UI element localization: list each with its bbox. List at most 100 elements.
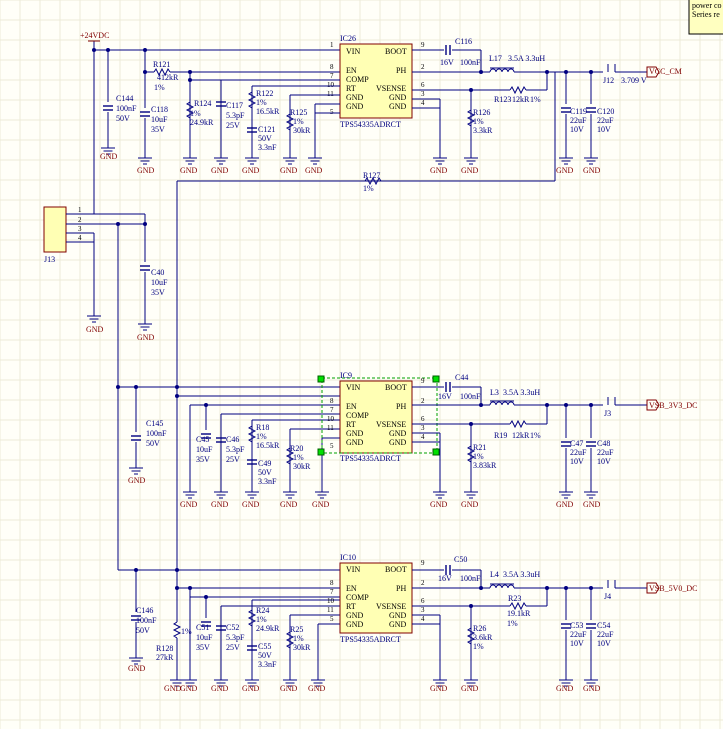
c118-volt: 35V [151, 125, 165, 134]
capacitor-c145[interactable]: C145 100nF 50V GND [128, 387, 167, 485]
svg-text:GND: GND [211, 500, 229, 509]
c40-ref: C40 [151, 268, 164, 277]
svg-text:10V: 10V [597, 125, 611, 134]
r127-ref: R127 [363, 171, 380, 180]
svg-text:GND: GND [180, 684, 198, 693]
svg-text:GND: GND [461, 684, 479, 693]
svg-text:GND: GND [242, 500, 260, 509]
svg-text:GND: GND [389, 611, 407, 620]
svg-text:7: 7 [330, 406, 334, 414]
svg-text:10: 10 [327, 81, 335, 89]
ic26-body[interactable] [339, 43, 413, 119]
capacitor-c40[interactable]: C40 10uF 35V GND [137, 265, 168, 342]
svg-text:VSENSE: VSENSE [376, 420, 406, 429]
svg-text:R125: R125 [290, 108, 307, 117]
c145-val: 100nF [146, 429, 167, 438]
regulator-block-ic9: C45 10uF 35V GND C46 5.3pF 25V GND R18 1… [175, 371, 697, 509]
note-line-2: Series re [692, 10, 720, 19]
svg-text:9: 9 [421, 559, 425, 567]
svg-text:GND: GND [461, 500, 479, 509]
r121-tol: 1% [154, 83, 165, 92]
ic10-body[interactable] [339, 562, 413, 634]
svg-text:J12: J12 [603, 76, 614, 85]
svg-text:IC9: IC9 [340, 371, 352, 380]
svg-text:30kR: 30kR [293, 126, 311, 135]
r127-tol: 1% [363, 184, 374, 193]
svg-text:GND: GND [280, 166, 298, 175]
svg-text:1%: 1% [256, 615, 267, 624]
svg-text:50V: 50V [258, 651, 272, 660]
svg-text:1%: 1% [473, 642, 484, 651]
svg-text:30kR: 30kR [293, 462, 311, 471]
svg-text:4: 4 [421, 99, 425, 107]
svg-text:3.3nF: 3.3nF [258, 143, 277, 152]
svg-text:VSENSE: VSENSE [376, 84, 406, 93]
ic26-pins: VIN EN COMP RT GND GND BOOT PH VSENSE GN… [327, 41, 425, 116]
svg-text:BOOT: BOOT [385, 47, 407, 56]
svg-text:C51: C51 [196, 623, 209, 632]
svg-text:GND: GND [430, 684, 448, 693]
svg-text:R25: R25 [290, 625, 303, 634]
svg-text:35V: 35V [196, 643, 210, 652]
svg-text:9: 9 [421, 377, 425, 385]
svg-text:C47: C47 [570, 439, 583, 448]
svg-text:24.9kR: 24.9kR [190, 118, 214, 127]
svg-text:GND: GND [556, 166, 574, 175]
svg-text:22uF: 22uF [597, 116, 614, 125]
j13-ref: J13 [44, 255, 55, 264]
svg-text:EN: EN [346, 402, 357, 411]
c144-ref: C144 [116, 94, 133, 103]
svg-text:GND: GND [211, 166, 229, 175]
c146-gnd-label: GND [128, 664, 146, 673]
svg-text:GND: GND [430, 166, 448, 175]
svg-text:GND: GND [461, 166, 479, 175]
svg-text:10uF: 10uF [196, 633, 213, 642]
resistor-r128[interactable]: R128 27kR 1% GND [156, 570, 192, 693]
c40-volt: 35V [151, 288, 165, 297]
svg-text:GND: GND [583, 684, 601, 693]
svg-text:PH: PH [396, 584, 406, 593]
svg-text:L4: L4 [490, 570, 499, 579]
svg-text:TPS54335ADRCT: TPS54335ADRCT [340, 635, 401, 644]
svg-text:RT: RT [346, 602, 356, 611]
svg-text:16.5kR: 16.5kR [256, 107, 280, 116]
c118-val: 10uF [151, 115, 168, 124]
svg-text:1%: 1% [256, 98, 267, 107]
svg-text:5.3pF: 5.3pF [226, 633, 245, 642]
svg-text:R19: R19 [494, 431, 507, 440]
svg-text:10V: 10V [597, 457, 611, 466]
c146-ref: C146 [136, 606, 153, 615]
ic10-pins: VIN EN COMP RT GND GND BOOT PH VSENSE GN… [327, 559, 425, 629]
svg-text:GND: GND [389, 429, 407, 438]
svg-text:PH: PH [396, 402, 406, 411]
j13-pin-2: 2 [78, 216, 82, 224]
svg-text:3.5A 3.3uH: 3.5A 3.3uH [508, 54, 545, 63]
svg-text:C117: C117 [226, 101, 243, 110]
connector-j13[interactable]: J13 1 2 3 4 [43, 206, 145, 264]
svg-text:3.83kR: 3.83kR [473, 461, 497, 470]
svg-text:GND: GND [211, 684, 229, 693]
regulator-block-ic10: C51 10uF 35V GND C52 5.3pF 25V GND R24 1… [175, 553, 697, 693]
svg-text:5: 5 [330, 615, 334, 623]
svg-text:5.3pF: 5.3pF [226, 445, 245, 454]
r128-gnd-label: GND [164, 684, 182, 693]
capacitor-c146[interactable]: C146 100nF 50V GND [128, 570, 157, 673]
svg-text:C53: C53 [570, 621, 583, 630]
svg-text:1%: 1% [507, 619, 518, 628]
svg-text:GND: GND [305, 166, 323, 175]
svg-text:R26: R26 [473, 624, 486, 633]
svg-text:24.9kR: 24.9kR [256, 624, 280, 633]
power-input-label: +24VDC [80, 31, 109, 40]
c144-gnd: GND [100, 152, 118, 161]
svg-text:C55: C55 [258, 642, 271, 651]
note-box: power co Series re [688, 0, 723, 35]
svg-text:100nF: 100nF [460, 58, 481, 67]
svg-text:1%: 1% [190, 109, 201, 118]
svg-text:RT: RT [346, 84, 356, 93]
svg-text:C45: C45 [196, 435, 209, 444]
svg-text:16V: 16V [440, 58, 454, 67]
svg-text:6: 6 [421, 81, 425, 89]
svg-text:R21: R21 [473, 443, 486, 452]
ic9-body[interactable] [339, 380, 413, 454]
